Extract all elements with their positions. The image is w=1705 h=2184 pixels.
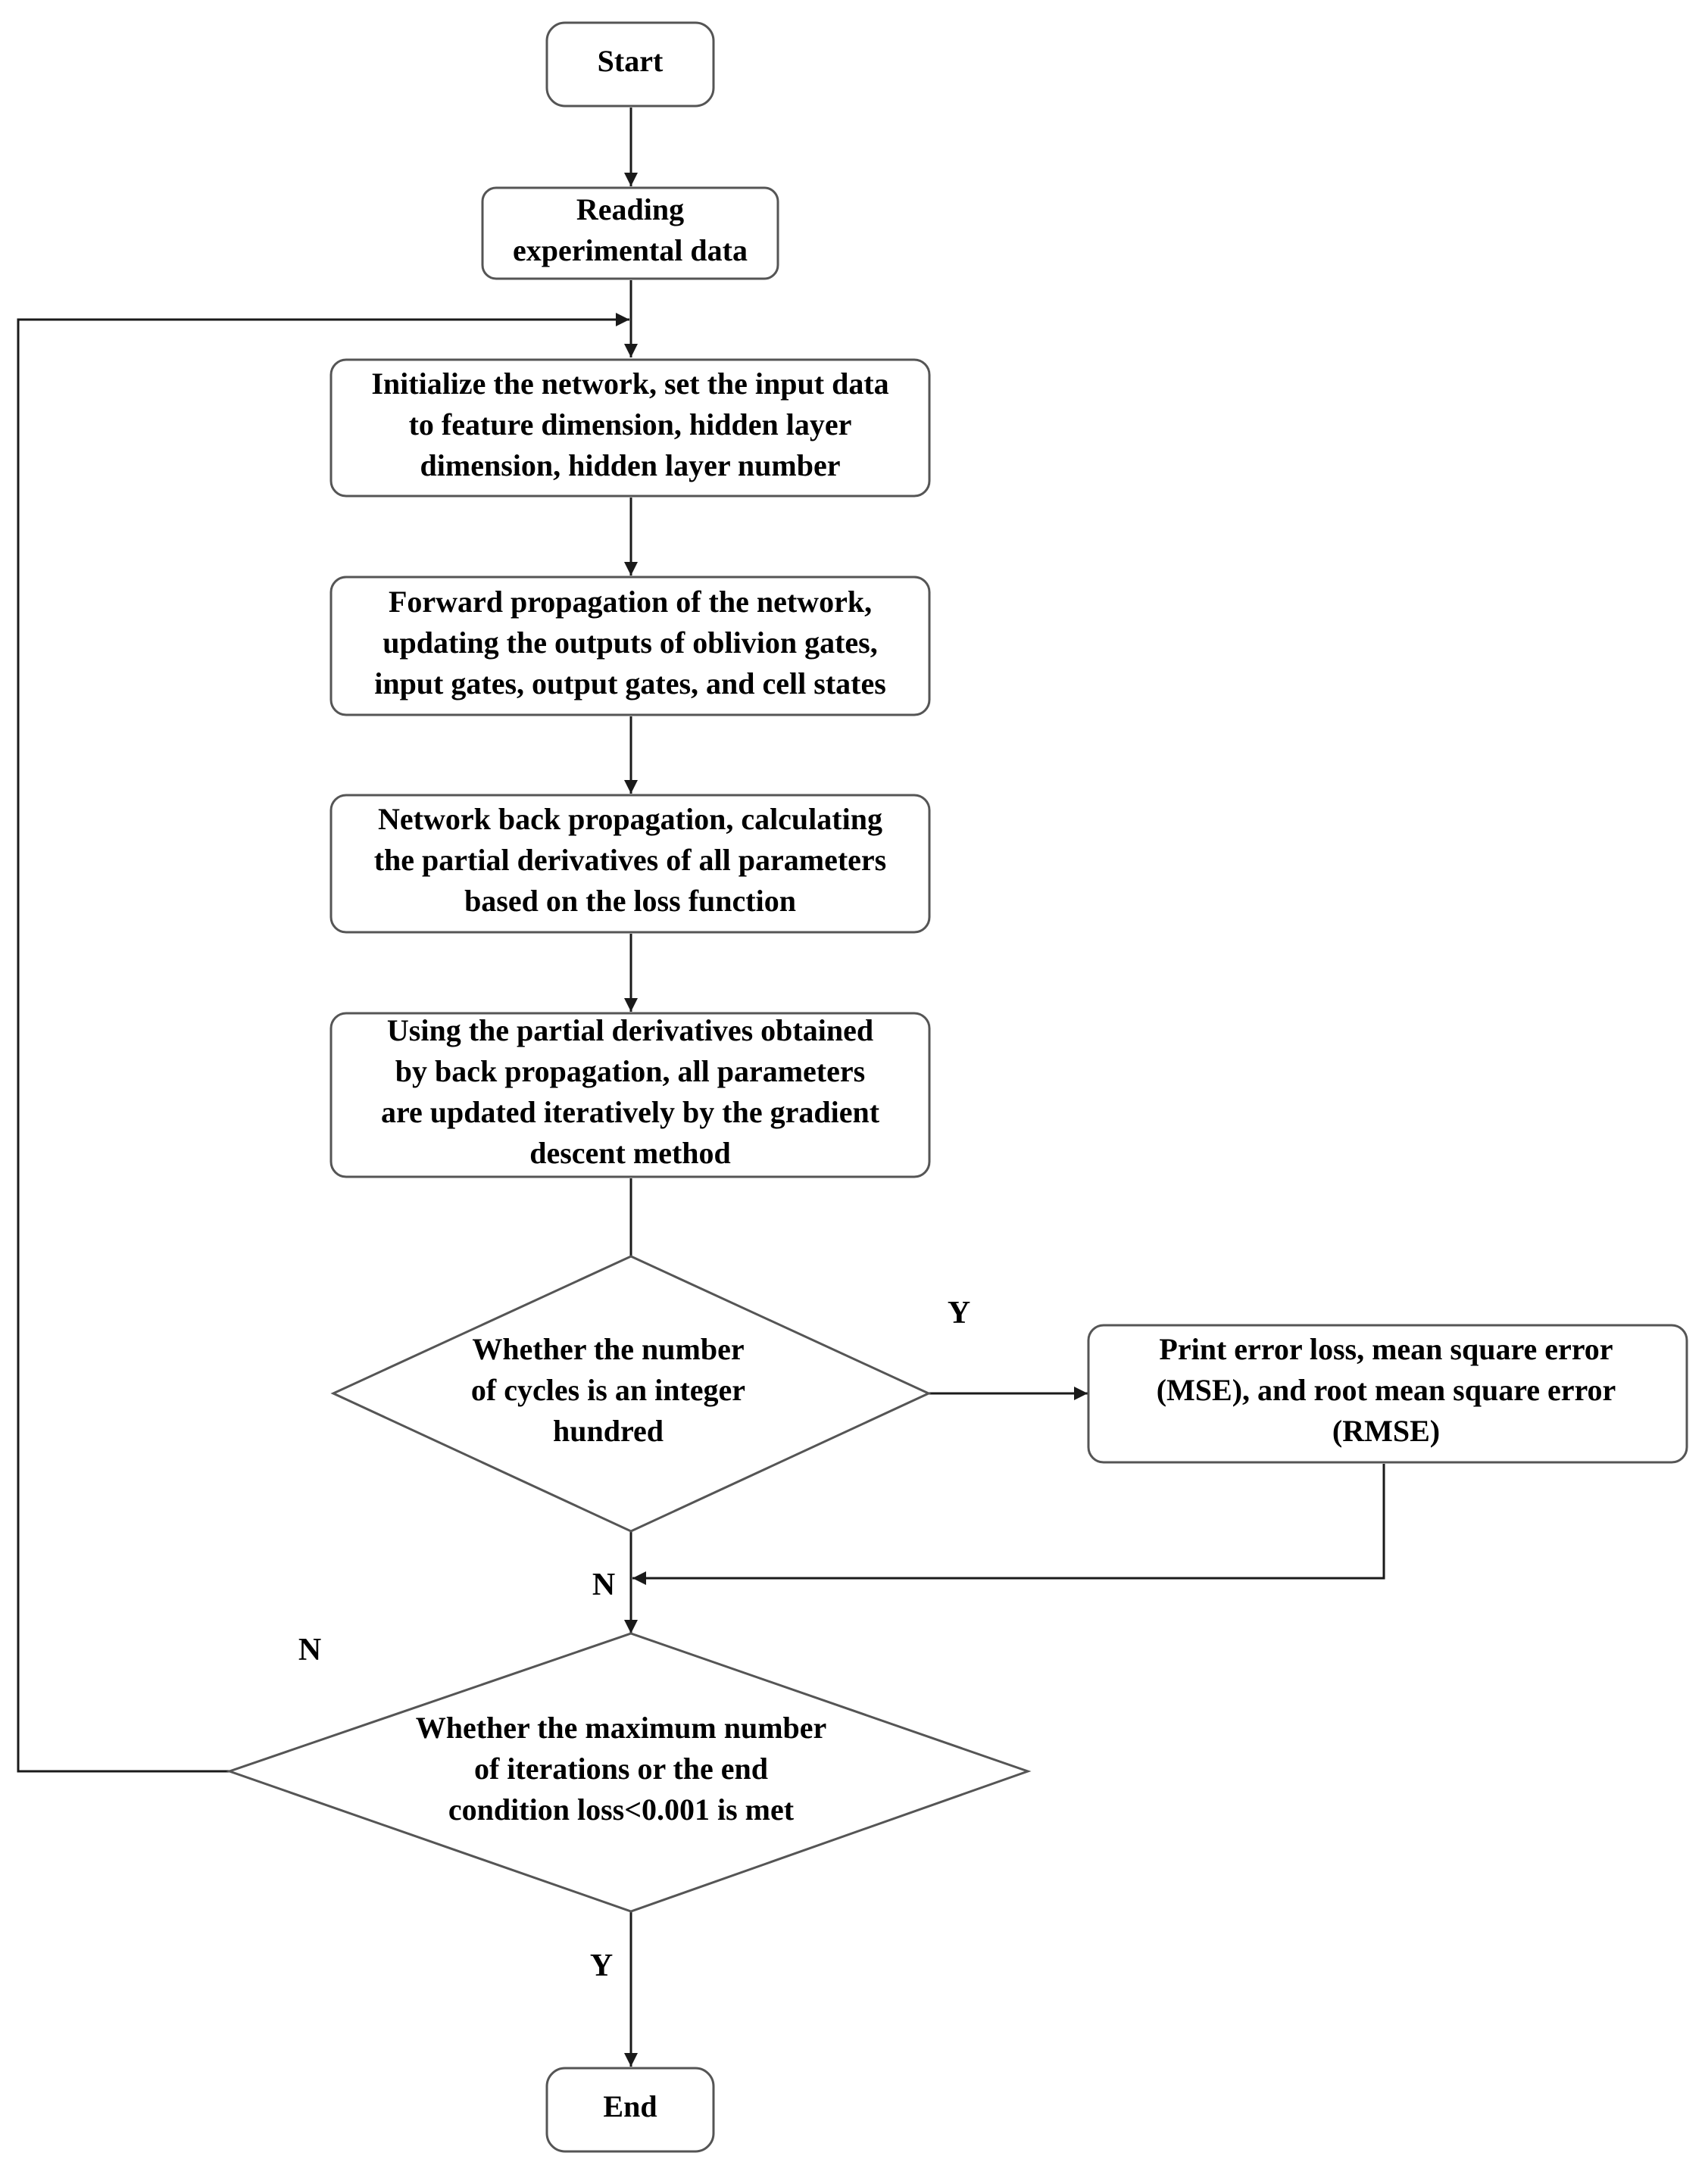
edge-print-to-merge xyxy=(632,1464,1385,1585)
node-text-line: Network back propagation, calculating xyxy=(378,802,882,836)
edge-loop-no-back-to-init xyxy=(17,313,629,1773)
cycle-no-label: N xyxy=(592,1568,615,1602)
end-yes-label: Y xyxy=(590,1948,613,1983)
cycle-check-label: Whether the number of cycles is an intege… xyxy=(471,1332,745,1448)
node-text-line: Start xyxy=(598,44,664,78)
end-node: End xyxy=(545,2067,715,2153)
init-network-label: Initialize the network, set the input da… xyxy=(371,367,888,482)
node-text-line: input gates, output gates, and cell stat… xyxy=(374,666,886,700)
node-text-line: Forward propagation of the network, xyxy=(389,585,872,619)
start-node: Start xyxy=(545,21,715,108)
node-text-line: Initialize the network, set the input da… xyxy=(371,367,888,401)
node-text-line: experimental data xyxy=(513,233,748,267)
node-text-line: to feature dimension, hidden layer xyxy=(409,407,852,441)
node-text-line: Reading xyxy=(576,192,684,226)
loop-no-label: N xyxy=(298,1633,321,1668)
read-data-node: Reading experimental data xyxy=(481,186,779,280)
end-condition-decision: Whether the maximum number of iterations … xyxy=(226,1632,1032,1913)
node-text-line: (RMSE) xyxy=(1332,1414,1440,1448)
end-label: End xyxy=(603,2089,657,2123)
node-text-line: dimension, hidden layer number xyxy=(420,448,841,482)
node-text-line: Print error loss, mean square error xyxy=(1159,1332,1613,1366)
node-text-line: hundred xyxy=(553,1414,664,1448)
node-text-line: the partial derivatives of all parameter… xyxy=(374,843,887,877)
cycle-yes-label: Y xyxy=(948,1296,970,1331)
cycle-check-decision: Whether the number of cycles is an intege… xyxy=(330,1255,932,1533)
print-error-label: Print error loss, mean square error (MSE)… xyxy=(1157,1332,1616,1448)
edges xyxy=(17,108,1385,2067)
print-error-node: Print error loss, mean square error (MSE)… xyxy=(1087,1324,1688,1464)
init-network-node: Initialize the network, set the input da… xyxy=(329,358,931,498)
node-text-line: (MSE), and root mean square error xyxy=(1157,1373,1616,1407)
node-text-line: updating the outputs of oblivion gates, xyxy=(383,626,877,660)
node-text-line: of iterations or the end xyxy=(474,1752,768,1786)
node-text-line: condition loss<0.001 is met xyxy=(448,1792,795,1827)
node-text-line: of cycles is an integer xyxy=(471,1373,745,1407)
forward-propagation-node: Forward propagation of the network, updat… xyxy=(329,576,931,716)
gradient-update-node: Using the partial derivatives obtained by… xyxy=(329,1012,931,1178)
end-condition-label: Whether the maximum number of iterations … xyxy=(416,1711,827,1827)
node-text-line: by back propagation, all parameters xyxy=(395,1054,865,1088)
node-text-line: End xyxy=(603,2089,657,2123)
node-text-line: descent method xyxy=(529,1136,731,1170)
gradient-update-label: Using the partial derivatives obtained by… xyxy=(381,1013,880,1170)
node-text-line: are updated iteratively by the gradient xyxy=(381,1095,880,1129)
node-text-line: based on the loss function xyxy=(464,884,796,918)
node-text-line: Using the partial derivatives obtained xyxy=(387,1013,873,1047)
read-data-label: Reading experimental data xyxy=(513,192,748,267)
branch-labels: Y N N Y xyxy=(298,1296,970,1983)
node-text-line: Whether the maximum number xyxy=(416,1711,827,1745)
node-text-line: Whether the number xyxy=(472,1332,744,1366)
forward-propagation-label: Forward propagation of the network, updat… xyxy=(374,585,886,700)
back-propagation-node: Network back propagation, calculating the… xyxy=(329,794,931,934)
back-propagation-label: Network back propagation, calculating the… xyxy=(374,802,887,918)
start-label: Start xyxy=(598,44,664,78)
